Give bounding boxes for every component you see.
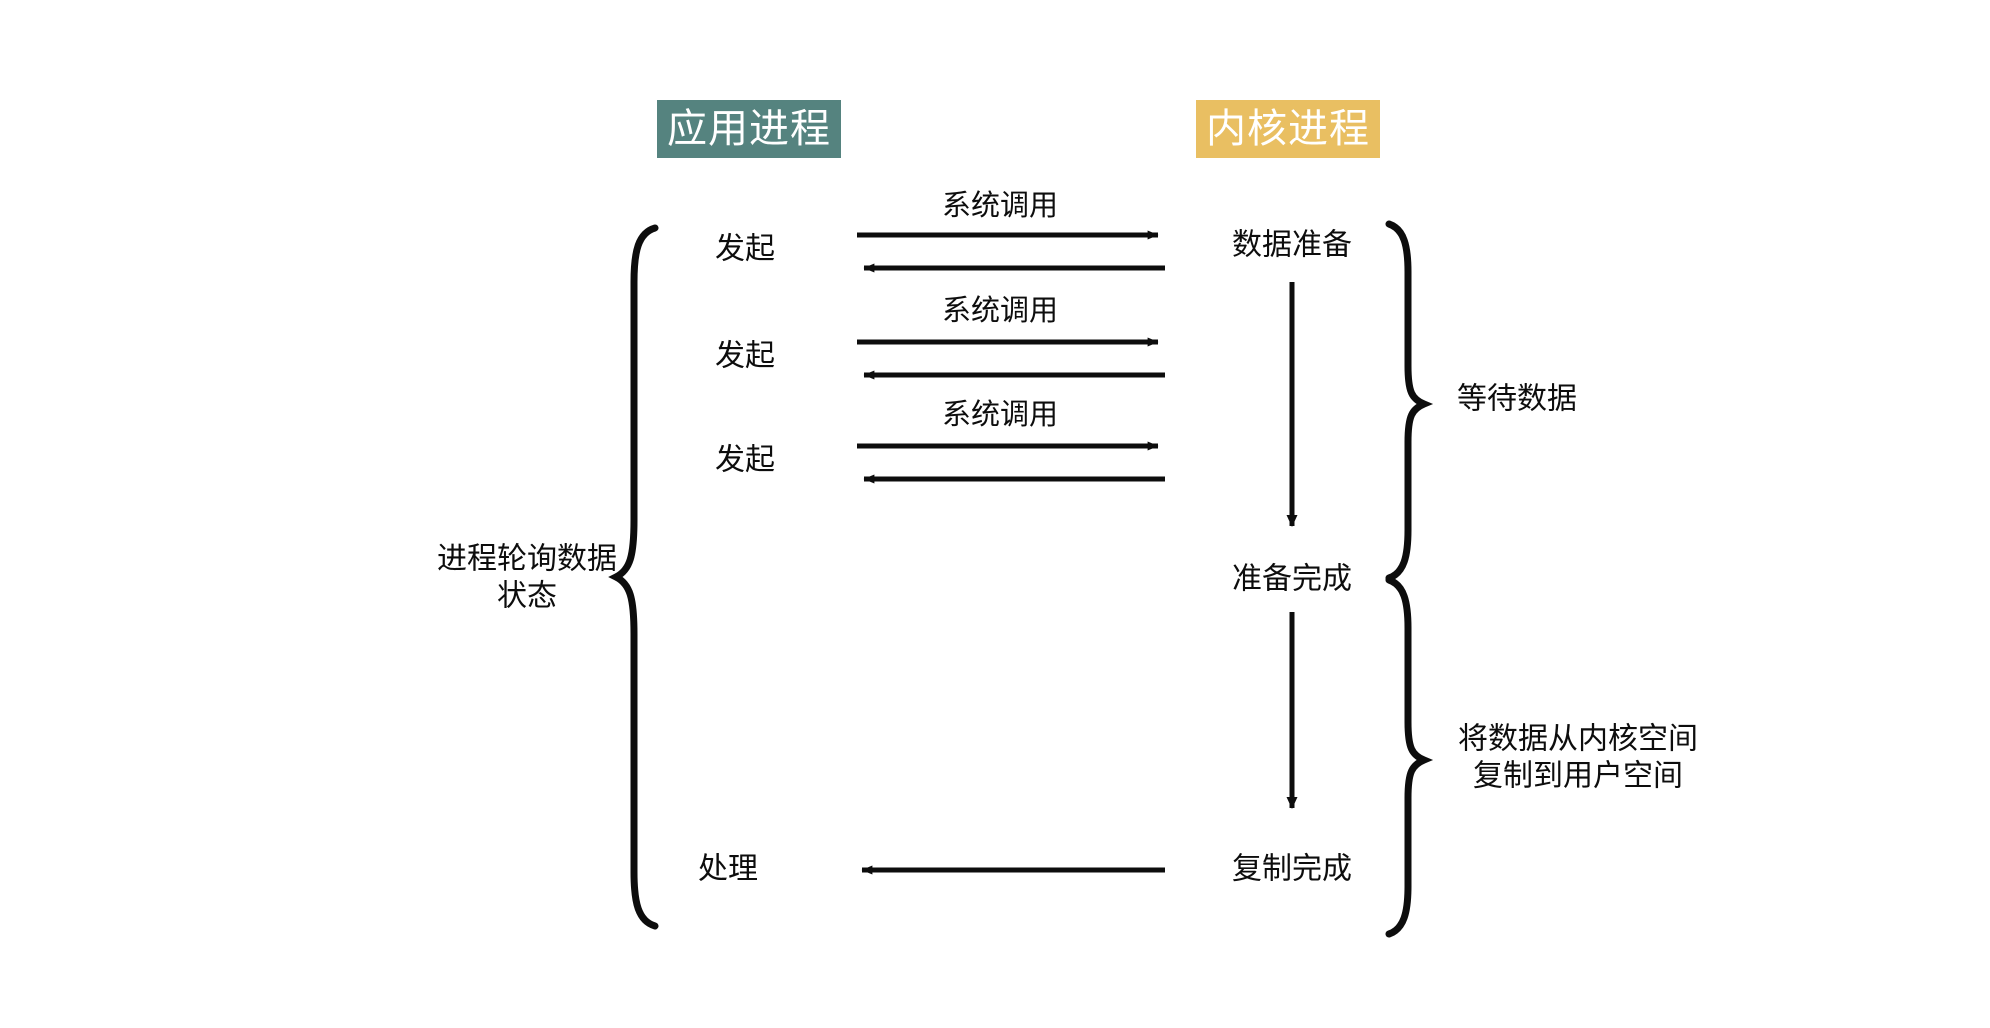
exchange-arrows-2 (857, 337, 1165, 380)
kernel-brace-label-2-line1: 将数据从内核空间 (1458, 721, 1698, 757)
kernel-brace-label-2: 将数据从内核空间 复制到用户空间 (1413, 721, 1743, 794)
exchange-arrows-3 (857, 441, 1165, 484)
kernel-process-header: 内核进程 (1196, 100, 1380, 158)
app-step-label-2: 发起 (715, 338, 775, 374)
syscall-label-2: 系统调用 (941, 293, 1059, 327)
kernel-step-label-2: 准备完成 (1232, 561, 1352, 597)
syscall-label-1: 系统调用 (941, 188, 1059, 222)
app-brace-label-line2: 状态 (497, 578, 557, 613)
kernel-brace-label-1: 等待数据 (1387, 382, 1647, 419)
kernel-brace-label-2-line2: 复制到用户空间 (1473, 758, 1683, 793)
app-step-label-1: 发起 (715, 231, 775, 267)
kernel-step-label-3: 复制完成 (1232, 851, 1352, 887)
app-brace-label-line1: 进程轮询数据 (437, 541, 617, 577)
app-step-label-3: 发起 (715, 442, 775, 478)
kernel-brace-label-1-line1: 等待数据 (1457, 381, 1577, 417)
app-process-header: 应用进程 (657, 100, 841, 158)
exchange-arrows-1 (857, 230, 1165, 273)
app-step-label-4: 处理 (698, 851, 758, 887)
app-brace-label: 进程轮询数据 状态 (397, 541, 657, 614)
kernel-step-label-1: 数据准备 (1232, 227, 1352, 263)
syscall-label-3: 系统调用 (941, 397, 1059, 431)
